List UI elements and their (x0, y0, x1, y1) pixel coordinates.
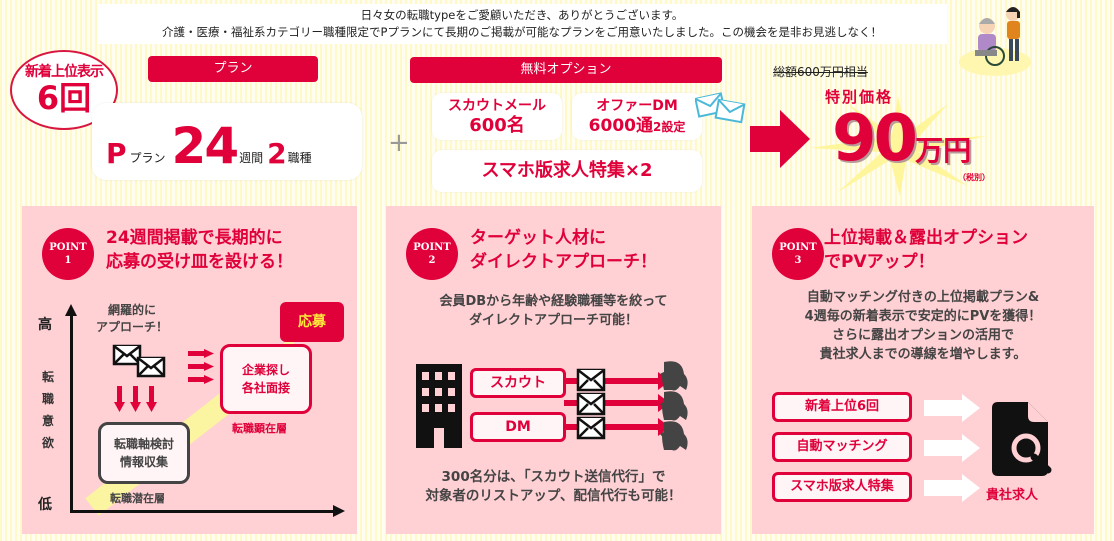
intro-banner: 日々女の転職typeをご愛顧いただき、ありがとうございます。 介護・医療・福祉系… (97, 4, 947, 44)
new-top-listing-badge: 新着上位表示 6回 (10, 50, 118, 130)
approach-line-2: アプローチ！ (96, 320, 169, 334)
note-line-2: 対象者のリストアップ、配信代行も可能！ (425, 488, 682, 504)
building-icon (416, 364, 462, 448)
x-axis (70, 510, 335, 513)
latent-box-line-1: 転職軸検討 (113, 437, 174, 451)
plan-suffix: プラン (129, 151, 166, 165)
active-layer-label: 転職顕在層 (232, 422, 287, 435)
y-low-label: 低 (38, 497, 52, 513)
plan-weeks: 24 (171, 117, 240, 175)
plan-box: P プラン 24 週間 2 職種 (92, 103, 362, 180)
point-word: POINT (779, 242, 817, 253)
latent-layer-label: 転職潜在層 (110, 492, 165, 505)
feature-auto-matching: 自動マッチング (772, 432, 912, 462)
offer-dm-label: オファーDM (596, 98, 678, 114)
active-box-line-2: 各社面接 (241, 381, 290, 395)
apply-label: 応募 (280, 302, 344, 342)
y-high-label: 高 (38, 317, 52, 333)
approach-line-1: 網羅的に (108, 303, 157, 317)
point-number: 1 (64, 255, 72, 266)
down-arrows-icon (114, 386, 157, 412)
title-line-1: 上位掲載＆露出オプション (824, 228, 1028, 248)
title-line-1: ターゲット人材に (470, 228, 606, 248)
point-2-title: ターゲット人材に ダイレクトアプローチ！ (470, 226, 657, 274)
y-axis (70, 314, 73, 512)
x-axis-arrowhead (333, 505, 345, 517)
plan-letter: P (106, 137, 127, 170)
point-1-panel: POINT 1 24週間掲載で長期的に 応募の受け皿を設ける！ 高 低 転職意欲… (22, 206, 357, 534)
special-price: 90万円 (832, 104, 971, 174)
feature-smartphone: スマホ版求人特集 (772, 472, 912, 502)
special-price-label: 特別価格 (825, 88, 894, 106)
white-arrows-icon (924, 394, 980, 502)
price-unit: 万円 (915, 134, 972, 167)
desc-line-2: ダイレクトアプローチ可能！ (468, 313, 638, 328)
badge-count: 6回 (36, 79, 92, 117)
offer-dm-value: 6000通 (588, 116, 653, 136)
plan-jobs: 2 (267, 137, 287, 170)
point-2-badge: POINT 2 (406, 228, 458, 280)
latent-activity-box: 転職軸検討 情報収集 (98, 422, 190, 484)
original-total-price: 総額600万円相当 (773, 65, 868, 79)
point-2-panel: POINT 2 ターゲット人材に ダイレクトアプローチ！ 会員DBから年齢や経験… (386, 206, 721, 534)
point-1-title: 24週間掲載で長期的に 応募の受け皿を設ける！ (106, 226, 293, 274)
desc-line-2: 4週毎の新着表示で安定的にPVを獲得！ (804, 309, 1042, 324)
intro-line-1: 日々女の転職typeをご愛顧いただき、ありがとうございます。 (360, 8, 684, 22)
scout-mail-value: 600名 (469, 115, 525, 136)
desc-line-3: さらに露出オプションの活用で (831, 328, 1014, 343)
target-job-label: 貴社求人 (986, 488, 1039, 503)
plan-tag: プラン (148, 56, 318, 82)
dm-box: DM (470, 412, 566, 442)
plan-jobs-unit: 職種 (287, 151, 312, 165)
scout-mail-label: スカウトメール (448, 98, 546, 114)
price-amount: 90 (832, 102, 918, 176)
point-2-description: 会員DBから年齢や経験職種等を絞って ダイレクトアプローチ可能！ (386, 292, 721, 330)
arrow-right-icon (750, 110, 810, 168)
envelopes-icon (695, 92, 746, 124)
feature-new-top: 新着上位6回 (772, 392, 912, 422)
right-arrows-icon (188, 349, 214, 384)
desc-line-1: 会員DBから年齢や経験職種等を絞って (439, 294, 668, 309)
point-number: 3 (794, 255, 802, 266)
offer-dm-option: オファーDM 6000通2設定 (572, 93, 702, 140)
plus-icon: + (388, 128, 410, 158)
note-line-1: 300名分は、「スカウト送信代行」で (441, 469, 666, 485)
title-line-1: 24週間掲載で長期的に (106, 228, 283, 248)
free-option-tag: 無料オプション (410, 57, 722, 83)
active-activity-box: 企業探し 各社面接 (220, 344, 312, 414)
tax-note: （税別） (958, 173, 990, 182)
intro-line-2: 介護・医療・福祉系カテゴリー職種限定でPプランにて長期のご掲載が可能なプランをご… (162, 25, 882, 39)
scout-box: スカウト (470, 368, 566, 398)
offer-dm-extra: 2設定 (652, 120, 686, 134)
point-word: POINT (413, 242, 451, 253)
caregiver-illustration-icon (959, 7, 1031, 76)
point-number: 2 (428, 255, 436, 266)
point-1-badge: POINT 1 (42, 228, 94, 280)
mail-icon (112, 344, 166, 378)
scout-mail-option: スカウトメール 600名 (432, 93, 562, 140)
point-3-panel: POINT 3 上位掲載＆露出オプション でPVアップ！ 自動マッチング付きの上… (752, 206, 1094, 534)
title-line-2: ダイレクトアプローチ！ (470, 252, 657, 272)
desc-line-4: 貴社求人までの導線を増やします。 (819, 347, 1027, 362)
point-word: POINT (49, 242, 87, 253)
approach-text: 網羅的に アプローチ！ (96, 302, 168, 336)
title-line-2: でPVアップ！ (824, 252, 935, 272)
y-axis-label: 転職意欲 (42, 370, 55, 450)
active-box-line-1: 企業探し (241, 363, 290, 377)
point-3-title: 上位掲載＆露出オプション でPVアップ！ (824, 226, 1028, 274)
plan-weeks-unit: 週間 (239, 151, 264, 165)
point-3-description: 自動マッチング付きの上位掲載プラン& 4週毎の新着表示で安定的にPVを獲得！ さ… (752, 288, 1094, 364)
y-axis-arrowhead (65, 304, 77, 316)
point-3-badge: POINT 3 (772, 228, 824, 280)
candidates-silhouette-icon (660, 361, 688, 451)
badge-label: 新着上位表示 (25, 64, 104, 80)
starburst-icon (810, 96, 986, 196)
title-line-2: 応募の受け皿を設ける！ (106, 252, 293, 272)
smartphone-feature-option: スマホ版求人特集×2 (432, 150, 702, 192)
job-search-document-icon (992, 402, 1052, 476)
desc-line-1: 自動マッチング付きの上位掲載プラン& (806, 290, 1040, 305)
point-2-note: 300名分は、「スカウト送信代行」で 対象者のリストアップ、配信代行も可能！ (386, 468, 721, 506)
latent-box-line-2: 情報収集 (119, 455, 168, 469)
mail-arrows-icon (564, 368, 670, 440)
